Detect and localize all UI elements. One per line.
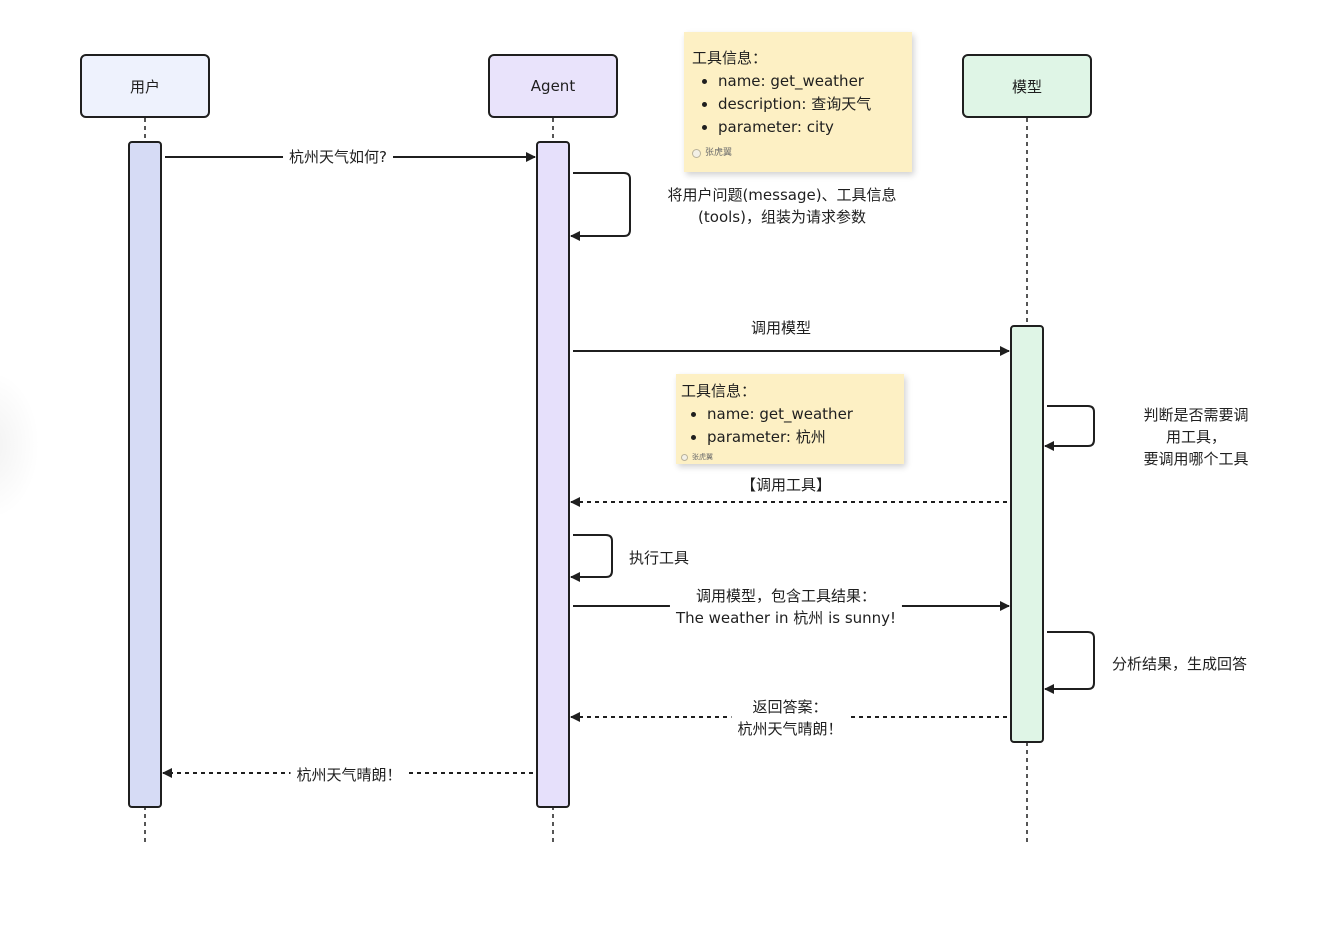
msg-execute-tool-arrow xyxy=(570,534,613,582)
note-title: 工具信息： xyxy=(692,49,768,67)
user-activation-bar xyxy=(128,141,162,808)
note-item: parameter: 杭州 xyxy=(707,426,899,449)
msg-analyze-arrow xyxy=(1044,631,1095,694)
agent-activation-bar xyxy=(536,141,570,808)
label-model-judge: 判断是否需要调用工具， 要调用哪个工具 xyxy=(1132,404,1260,470)
note-item: name: get_weather xyxy=(707,403,899,426)
note-item: name: get_weather xyxy=(718,70,904,93)
actor-agent: Agent xyxy=(488,54,618,118)
label-user-question: 杭州天气如何? xyxy=(283,146,393,168)
note-item: description: 查询天气 xyxy=(718,93,904,116)
note-author: 张虎翼 xyxy=(692,147,904,159)
msg-model-judge-arrow xyxy=(1044,405,1095,451)
model-activation-bar xyxy=(1010,325,1044,743)
note-tool-info-2: 工具信息： name: get_weather parameter: 杭州 张虎… xyxy=(676,374,904,464)
label-return-answer: 返回答案： 杭州天气晴朗！ xyxy=(731,696,849,740)
label-call-tool-return: 【调用工具】 xyxy=(734,474,838,496)
msg-agent-assemble-arrow xyxy=(570,172,631,241)
label-call-model: 调用模型 xyxy=(744,317,818,339)
note-author-name: 张虎翼 xyxy=(692,453,713,461)
avatar-icon xyxy=(681,453,688,461)
note-tool-info-1: 工具信息： name: get_weather description: 查询天… xyxy=(684,32,912,172)
actor-user: 用户 xyxy=(80,54,210,118)
label-execute-tool: 执行工具 xyxy=(629,549,690,567)
note-list: name: get_weather parameter: 杭州 xyxy=(681,403,899,449)
note-list: name: get_weather description: 查询天气 para… xyxy=(692,70,904,139)
note-author-name: 张虎翼 xyxy=(705,148,733,158)
label-agent-assemble: 将用户问题(message)、工具信息 (tools)，组装为请求参数 xyxy=(661,184,903,228)
label-final-answer: 杭州天气晴朗！ xyxy=(290,764,408,786)
actor-model: 模型 xyxy=(962,54,1092,118)
note-item: parameter: city xyxy=(718,116,904,139)
note-author: 张虎翼 xyxy=(681,451,899,463)
note-title: 工具信息： xyxy=(681,382,757,400)
avatar-icon xyxy=(692,148,701,158)
label-call-model-result: 调用模型，包含工具结果： The weather in 杭州 is sunny! xyxy=(669,585,903,629)
label-analyze: 分析结果，生成回答 xyxy=(1112,655,1248,673)
